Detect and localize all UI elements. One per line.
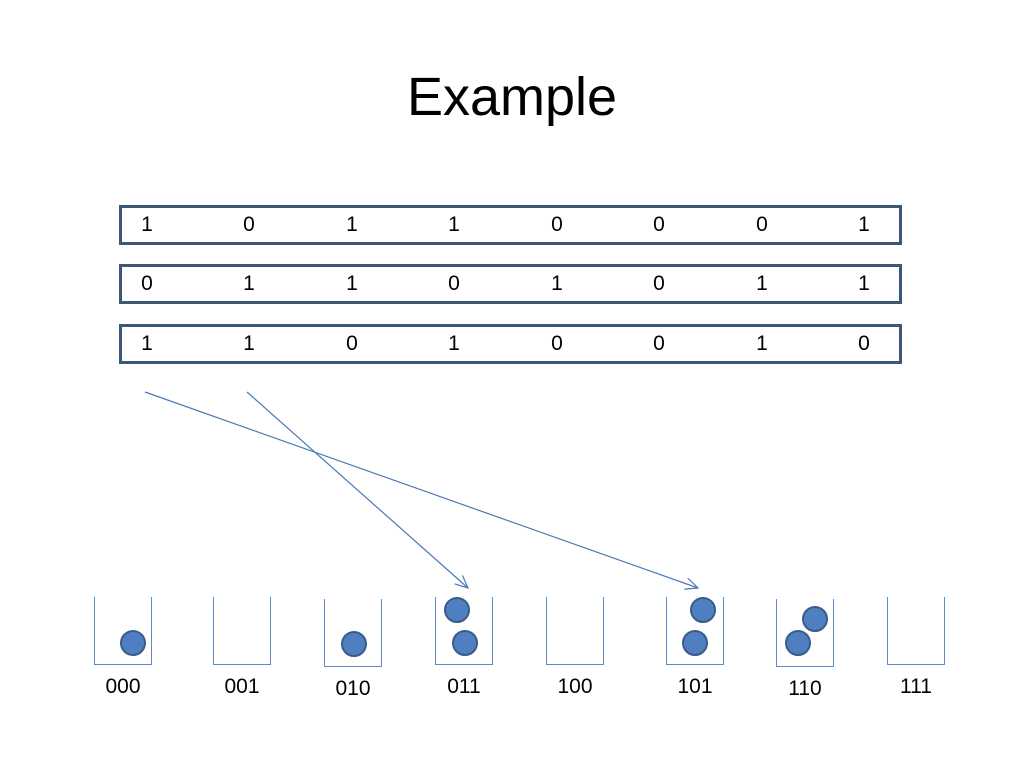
bit-cell: 0 [858,332,870,355]
bucket-label: 101 [677,675,713,698]
bit-cell: 1 [448,332,460,355]
bucket-001 [213,597,271,665]
bit-cell: 1 [858,213,870,236]
ball [120,630,146,656]
bucket-111 [887,597,945,665]
bucket-label: 100 [557,675,593,698]
bit-cell: 0 [653,332,665,355]
bit-cell: 0 [448,272,460,295]
bucket-label: 000 [105,675,141,698]
bit-cell: 1 [346,213,358,236]
arrow-to-bucket-101 [144,391,698,588]
bit-row-2: 0 1 1 0 1 0 1 1 [119,264,902,304]
arrow-to-bucket-011 [246,391,468,588]
bit-cell: 0 [551,332,563,355]
bit-cell: 1 [346,272,358,295]
bit-cell: 1 [243,332,255,355]
bit-cell: 1 [448,213,460,236]
ball [341,631,367,657]
bit-cell: 1 [756,272,768,295]
bucket-label: 010 [335,677,371,700]
bit-cell: 0 [653,272,665,295]
ball [444,597,470,623]
bit-cell: 1 [243,272,255,295]
bit-cell: 1 [756,332,768,355]
bucket-010 [324,599,382,667]
bit-cell: 1 [141,332,153,355]
ball [452,630,478,656]
ball [802,606,828,632]
ball [682,630,708,656]
bit-row-1: 1 0 1 1 0 0 0 1 [119,205,902,245]
bucket-label: 001 [224,675,260,698]
bit-cell: 0 [756,213,768,236]
bit-cell: 0 [141,272,153,295]
bit-cell: 0 [346,332,358,355]
bit-cell: 1 [858,272,870,295]
bucket-label: 110 [788,677,822,700]
bit-cell: 1 [551,272,563,295]
bucket-011 [435,597,493,665]
bucket-101 [666,597,724,665]
bit-row-3: 1 1 0 1 0 0 1 0 [119,324,902,364]
bucket-110 [776,599,834,667]
bit-cell: 0 [551,213,563,236]
ball [785,630,811,656]
slide-title: Example [406,67,618,127]
bucket-label: 011 [447,675,481,698]
ball [690,597,716,623]
bit-cell: 0 [653,213,665,236]
bit-cell: 0 [243,213,255,236]
bucket-000 [94,597,152,665]
bucket-label: 111 [900,675,932,698]
bit-cell: 1 [141,213,153,236]
bucket-100 [546,597,604,665]
